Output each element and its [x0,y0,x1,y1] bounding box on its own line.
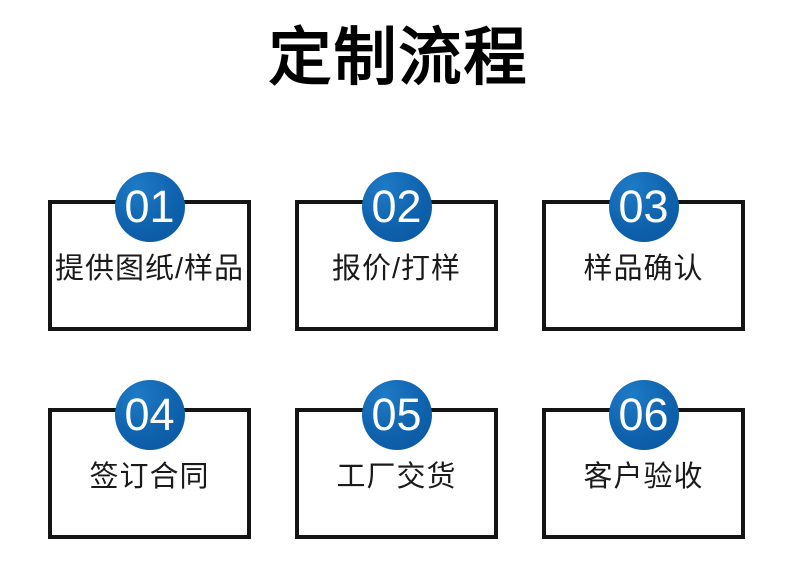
step-card-5: 05 工厂交货 [295,380,498,539]
step-number: 03 [618,181,669,232]
step-card-3: 03 样品确认 [542,172,745,331]
step-card-1: 01 提供图纸/样品 [48,172,251,331]
step-number: 01 [124,181,175,232]
step-label: 签订合同 [89,460,210,493]
step-number: 04 [124,389,175,440]
step-label: 报价/打样 [331,252,462,285]
step-card-2: 02 报价/打样 [295,172,498,331]
step-label: 样品确认 [583,252,704,285]
step-label: 客户验收 [583,460,704,493]
steps-grid: 01 提供图纸/样品 02 报价/打样 03 样品确认 04 [48,172,745,539]
step-number: 05 [371,389,422,440]
step-number-badge: 03 [608,172,679,242]
step-card-4: 04 签订合同 [48,380,251,539]
step-number: 06 [618,389,669,440]
step-number-badge: 06 [608,380,679,450]
step-number-badge: 05 [361,380,432,450]
step-number-badge: 01 [114,172,185,242]
step-number-badge: 02 [361,172,432,242]
step-label: 提供图纸/样品 [54,252,245,285]
step-box: 样品确认 [542,200,745,331]
step-number-badge: 04 [114,380,185,450]
step-card-6: 06 客户验收 [542,380,745,539]
page-title: 定制流程 [268,23,529,93]
step-number: 02 [371,181,422,232]
step-label: 工厂交货 [336,460,457,493]
